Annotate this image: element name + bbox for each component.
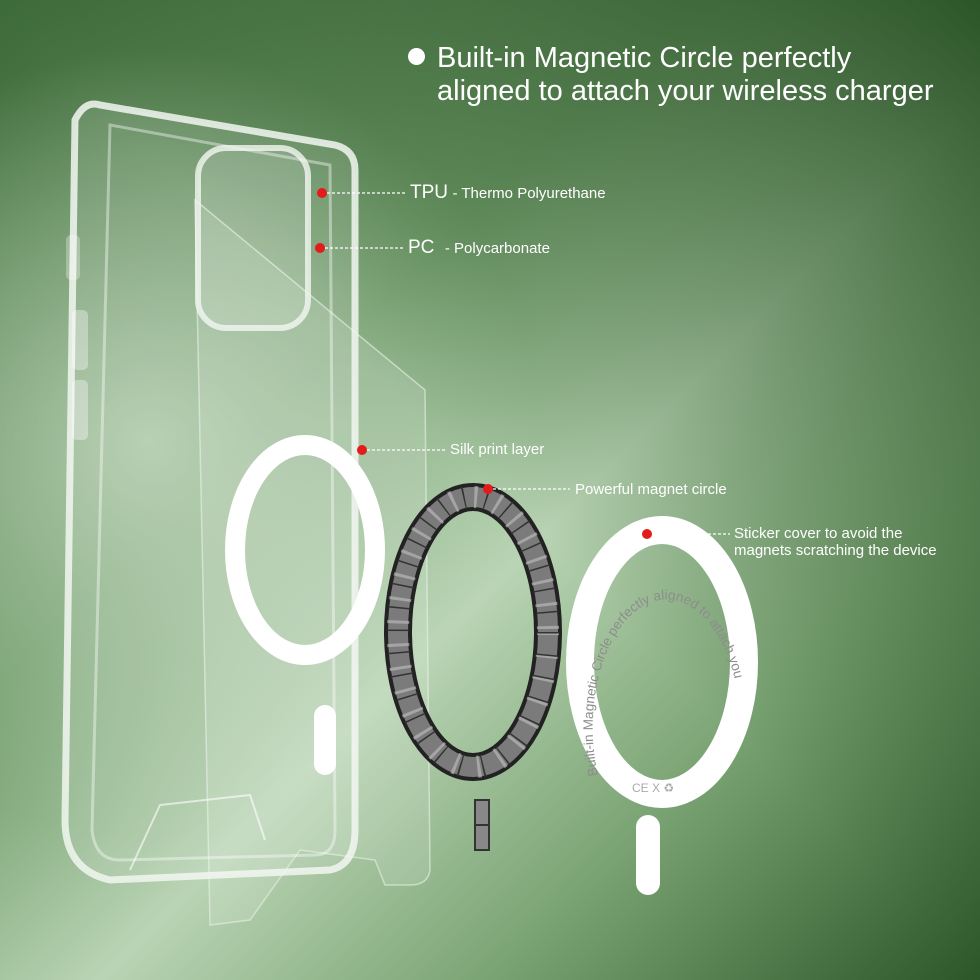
callout-pc: PC - Polycarbonate [408,237,550,259]
side-button [72,310,88,370]
headline: Built-in Magnetic Circle perfectly align… [408,42,933,108]
certification-marks: CE X ♻ [632,781,674,795]
callout-sticker: Sticker cover to avoid the magnets scrat… [734,525,937,559]
side-button [72,380,88,440]
bullet-icon [408,48,425,65]
callout-sticker-line2: magnets scratching the device [734,542,937,559]
callout-magnet: Powerful magnet circle [575,481,727,498]
callout-lines [320,192,730,535]
camera-cutout [195,145,311,331]
magnet-ring [384,483,562,851]
silk-print-ring [225,435,385,775]
pc-back-panel [194,198,431,926]
side-button [66,235,80,280]
callout-tpu-desc: - Thermo Polyurethane [452,185,606,202]
callout-tpu: TPU - Thermo Polyurethane [410,182,606,204]
callout-pc-name: PC [408,237,435,258]
callout-pc-desc: - Polycarbonate [444,240,550,257]
callout-silk-print: Silk print layer [450,441,545,458]
headline-line1: Built-in Magnetic Circle perfectly [437,42,852,74]
callout-tpu-name: TPU [410,182,448,203]
phone-case [61,100,359,884]
callout-sticker-line1: Sticker cover to avoid the [734,525,903,542]
headline-line2: aligned to attach your wireless charger [437,75,934,107]
callout-dots [315,188,652,539]
